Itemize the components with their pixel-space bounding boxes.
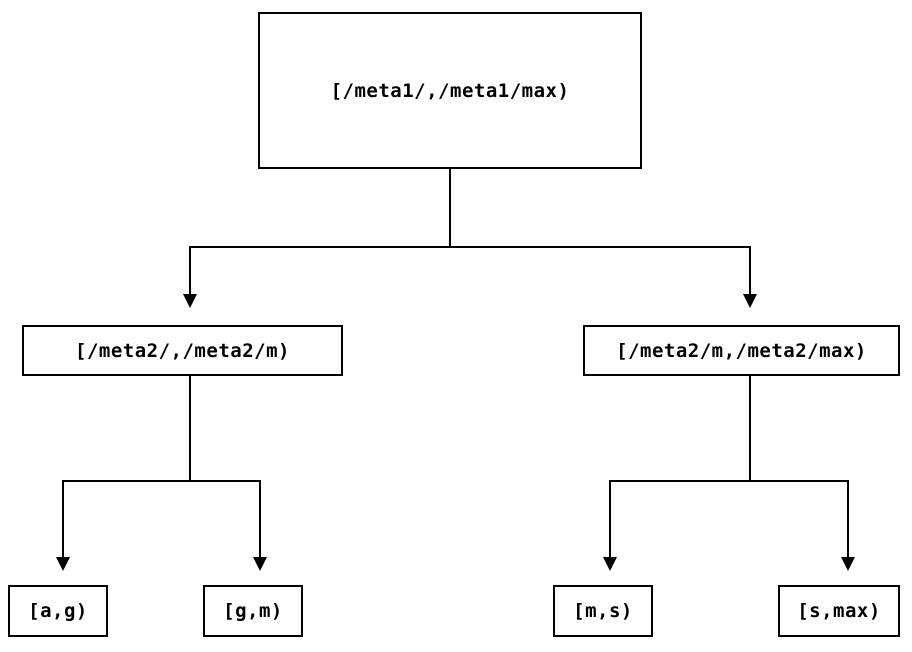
node-leaf-ag-label: [a,g) — [28, 600, 88, 622]
node-leaf-ag: [a,g) — [8, 585, 108, 637]
arrow-down-icon — [253, 557, 267, 571]
arrow-down-icon — [841, 557, 855, 571]
node-leaf-gm: [g,m) — [203, 585, 303, 637]
arrow-down-icon — [56, 557, 70, 571]
node-meta2-right: [/meta2/m,/meta2/max) — [583, 325, 900, 376]
node-leaf-ms: [m,s) — [553, 585, 653, 637]
arrow-down-icon — [183, 294, 197, 308]
node-root-label: [/meta1/,/meta1/max) — [330, 79, 570, 102]
arrow-down-icon — [743, 294, 757, 308]
arrow-down-icon — [603, 557, 617, 571]
node-leaf-ms-label: [m,s) — [573, 600, 633, 622]
node-leaf-smax: [s,max) — [778, 585, 900, 637]
node-root: [/meta1/,/meta1/max) — [258, 12, 642, 169]
node-meta2-left-label: [/meta2/,/meta2/m) — [75, 339, 290, 362]
node-meta2-left: [/meta2/,/meta2/m) — [22, 325, 343, 376]
node-leaf-gm-label: [g,m) — [223, 600, 283, 622]
node-meta2-right-label: [/meta2/m,/meta2/max) — [616, 339, 867, 362]
node-leaf-smax-label: [s,max) — [797, 600, 881, 622]
